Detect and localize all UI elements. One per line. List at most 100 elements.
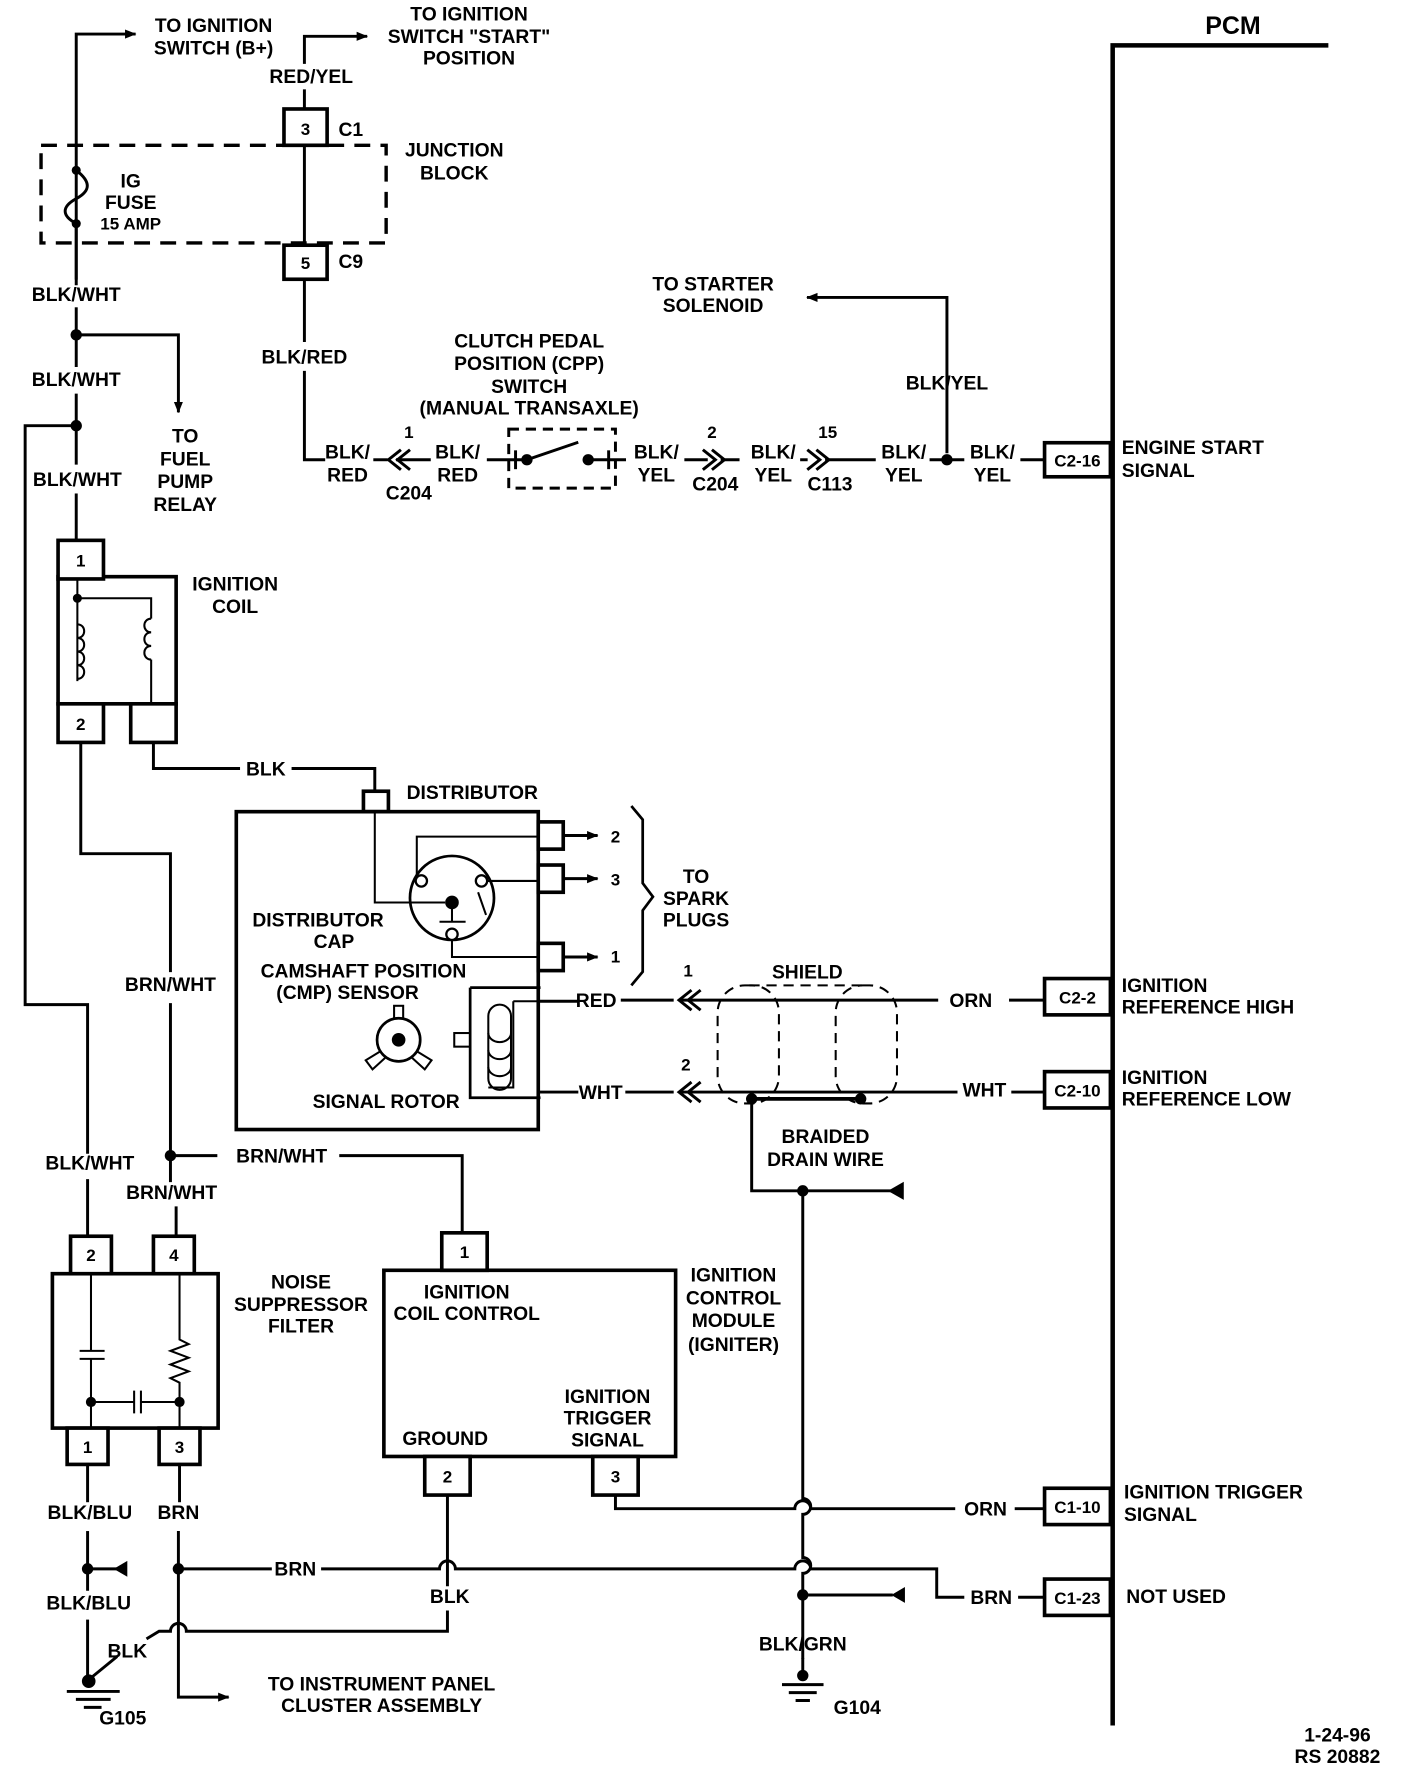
c204-1-pin: 1: [404, 423, 413, 442]
wire-label-wht-pcm: WHT: [962, 1081, 1006, 1102]
switch-icon: [486, 440, 627, 470]
plug-out-2: [536, 820, 566, 851]
ground-g104-icon: [781, 1658, 824, 1703]
c113-pin: 15: [818, 423, 837, 442]
pcm-pin-c1-10-desc1: IGNITION TRIGGER: [1124, 1482, 1303, 1503]
c204-1-name: C204: [386, 483, 432, 504]
ground-g105-label: G105: [99, 1708, 146, 1729]
wire-label-wht: WHT: [579, 1083, 623, 1104]
icm-label4: (IGNITER): [688, 1335, 779, 1356]
distributor-connector: [361, 789, 391, 814]
wire-segment: [291, 767, 377, 793]
wl5b: YEL: [974, 465, 1012, 486]
wire-label-blk-coil: BLK: [246, 759, 286, 780]
c204-2-pin: 2: [707, 423, 716, 442]
wire-label-blk-wht-1: BLK/WHT: [32, 285, 121, 306]
wire-label-brn-2: BRN: [274, 1560, 316, 1581]
wire-label-blk-blu-1: BLK/BLU: [48, 1503, 133, 1524]
wire-label-blk-yel: BLK/YEL: [906, 373, 989, 394]
icm-label1: IGNITION: [691, 1266, 777, 1287]
pcm-pin-c1-10-desc2: SIGNAL: [1124, 1505, 1197, 1526]
to-starter-line2: SOLENOID: [663, 296, 764, 317]
shield-loop-right: [834, 984, 899, 1105]
wire-label-brn-wht-3: BRN/WHT: [126, 1183, 217, 1204]
wire-to-fuel-pump: [74, 333, 183, 414]
filter-body: [50, 1271, 220, 1430]
drain-label1: BRAIDED: [782, 1127, 870, 1148]
pcm-pin-c1-10-label: C1-10: [1054, 1498, 1100, 1517]
fuel-pump-line1: TO: [172, 427, 198, 448]
wire-label-blk-2: BLK: [430, 1587, 470, 1608]
cap-label1: DISTRIBUTOR: [252, 910, 383, 931]
wire-label-blk-blu-2: BLK/BLU: [46, 1594, 131, 1615]
pcm-pins: C2-16 ENGINE START SIGNAL C2-2 IGNITION …: [1042, 438, 1303, 1618]
pcm-pin-c2-10-desc2: REFERENCE LOW: [1122, 1090, 1292, 1111]
wire-to-starter: [806, 292, 949, 454]
connector-c9-pin: 5: [301, 254, 310, 273]
wire-label-brn-1: BRN: [158, 1503, 200, 1524]
pcm-pin-c2-16-desc1: ENGINE START: [1122, 438, 1264, 459]
filter-pin-2: [68, 1234, 114, 1276]
fuse-label2: FUSE: [105, 193, 157, 214]
wire-label-brn-wht-2: BRN/WHT: [236, 1146, 327, 1167]
pcm-pin-c2-16-label: C2-16: [1054, 452, 1100, 471]
icm-pin-3-label: 3: [611, 1468, 620, 1487]
connector-c1-label: C1: [338, 120, 363, 141]
drain-terminator-icon: [887, 1181, 904, 1200]
filter-label3: FILTER: [268, 1317, 334, 1338]
to-ign-switch-b-line2: SWITCH (B+): [154, 38, 273, 59]
icm-trigger2: TRIGGER: [564, 1409, 652, 1430]
wl1a2: RED: [437, 465, 478, 486]
filter-label1: NOISE: [271, 1272, 331, 1293]
wl1a: BLK/: [435, 443, 481, 464]
wire-label-blk-wht-2: BLK/WHT: [32, 370, 121, 391]
shield-loop-left: [716, 984, 780, 1105]
coil-label2: COIL: [212, 597, 258, 618]
revision-date: 1-24-96: [1304, 1725, 1371, 1746]
spark-plugs-line3: PLUGS: [663, 910, 730, 931]
terminator-icon: [113, 1560, 128, 1577]
bottom-wiring: BLK/BLU BLK/BLU G105 BLK BRN BRN BRN TO …: [46, 1462, 1047, 1729]
coil-label1: IGNITION: [192, 574, 278, 595]
signal-rotor-label: SIGNAL ROTOR: [313, 1092, 460, 1113]
revision-ref: RS 20882: [1295, 1747, 1381, 1768]
icm-coil-control2: COIL CONTROL: [394, 1304, 541, 1325]
top-feed: TO IGNITION SWITCH (B+) TO IGNITION SWIT…: [39, 4, 551, 462]
connector-c9: [282, 243, 329, 282]
noise-suppressor-filter: 2 4 1 3 NOISE SUPPRESSOR FILTER: [50, 1234, 368, 1467]
spark-plugs-line1: TO: [683, 867, 709, 888]
wire-label-blk-wht-4: BLK/WHT: [45, 1153, 134, 1174]
cpp-title1: CLUTCH PEDAL: [454, 331, 604, 352]
pcm-block: PCM: [1110, 12, 1329, 1726]
pcm-pin-c1-10: [1042, 1486, 1113, 1527]
to-ign-start-line3: POSITION: [423, 49, 515, 70]
cmp-label2: (CMP) SENSOR: [276, 983, 419, 1004]
wire-label-red: RED: [576, 991, 617, 1012]
filter-pin-4-label: 4: [169, 1246, 179, 1265]
to-ign-start-line2: SWITCH "START": [388, 27, 551, 48]
shield-conn1-pin: 1: [683, 961, 692, 980]
terminator-icon: [891, 1587, 905, 1603]
plug-out-1: [536, 941, 566, 973]
distributor-cap-icon: [373, 811, 541, 958]
coil-pin-2-label: 2: [76, 715, 85, 734]
plug-label-2: 2: [611, 827, 620, 846]
wire-label-red-yel: RED/YEL: [269, 67, 353, 88]
pcm-pin-c2-2-desc2: REFERENCE HIGH: [1122, 998, 1294, 1019]
wire-segment: [302, 370, 326, 462]
coil-windings-icon: [72, 578, 153, 704]
icm-label2: CONTROL: [686, 1288, 782, 1309]
cmp-sensor-coil-icon: [453, 986, 541, 1100]
filter-pin-2-label: 2: [86, 1246, 95, 1265]
pcm-pin-c2-2-desc1: IGNITION: [1122, 976, 1208, 997]
wire-blk-wht-bypass: [23, 424, 90, 1154]
splice-dot: [941, 454, 953, 466]
cpp-title3: SWITCH: [491, 377, 567, 398]
wire-label-orn-trigger: ORN: [964, 1499, 1007, 1520]
distributor: DISTRIBUTOR 2 3 1 TO SPARK PLUGS DISTRIB…: [234, 783, 730, 1132]
filter-pin-1-label: 1: [83, 1438, 92, 1457]
pcm-pin-c1-23-label: C1-23: [1054, 1589, 1100, 1608]
wl4b: YEL: [885, 465, 923, 486]
shield-label: SHIELD: [772, 963, 843, 984]
